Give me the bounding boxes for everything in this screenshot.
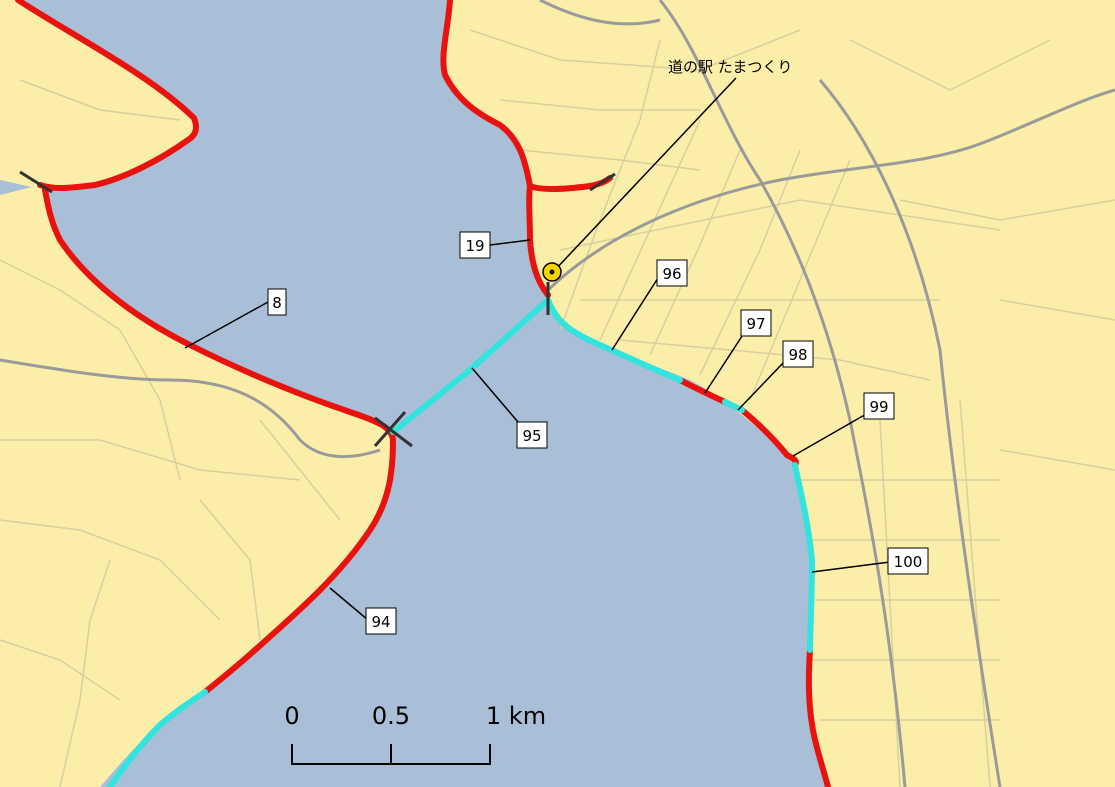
route-ferry-95 [390, 297, 551, 435]
marker-99: 99 [863, 392, 895, 420]
route-east-100 [792, 462, 815, 653]
scale-tick-1km: 1 km [486, 702, 546, 730]
minor-roads [0, 29, 1115, 787]
major-road-east-branch [818, 79, 1002, 787]
scale-bar-line [291, 744, 491, 765]
poi-label: 道の駅 たまつくり [668, 58, 792, 76]
marker-98: 98 [782, 340, 814, 368]
marker-label-100: 100 [894, 553, 923, 571]
marker-label-8: 8 [272, 294, 282, 312]
marker-labels: 8 19 94 95 96 97 98 99 100 [267, 231, 929, 635]
marker-label-19: 19 [465, 237, 484, 255]
marker-96: 96 [656, 259, 688, 287]
major-road-west [0, 358, 381, 459]
major-road-northeast [539, 0, 661, 26]
marker-94: 94 [365, 607, 397, 635]
major-road-north-south [658, 0, 907, 787]
scale-tick-0: 0 [284, 702, 299, 730]
route-southwest-cyan [107, 689, 208, 787]
route-east-red-97 [677, 377, 728, 405]
major-road-east-west [546, 88, 1115, 292]
marker-95: 95 [516, 421, 548, 449]
land-west [0, 185, 394, 787]
route-west-shore [42, 187, 396, 695]
route-east-96 [545, 297, 683, 383]
route-cyan-segments [107, 297, 815, 787]
route-north-shore [440, 0, 613, 192]
route-east-red-98 [739, 407, 799, 468]
marker-19: 19 [459, 231, 491, 259]
marker-97: 97 [740, 309, 772, 337]
marker-label-99: 99 [869, 398, 888, 416]
marker-label-96: 96 [662, 265, 681, 283]
marker-100: 100 [887, 547, 929, 575]
route-east-red-south [805, 647, 831, 787]
scale-bar: 0 0.5 1 km [284, 702, 546, 765]
marker-label-95: 95 [522, 427, 541, 445]
marker-8: 8 [267, 288, 287, 316]
roadside-station-icon[interactable] [542, 262, 562, 282]
marker-label-94: 94 [371, 613, 390, 631]
scale-tick-half: 0.5 [372, 702, 410, 730]
route-northwest-shore [15, 0, 199, 191]
land-northwest-peninsula [0, 0, 196, 190]
boundary-ticks [19, 170, 616, 448]
marker-label-97: 97 [746, 315, 765, 333]
land-east [443, 0, 1115, 787]
marker-label-98: 98 [788, 346, 807, 364]
leader-lines [184, 77, 891, 621]
